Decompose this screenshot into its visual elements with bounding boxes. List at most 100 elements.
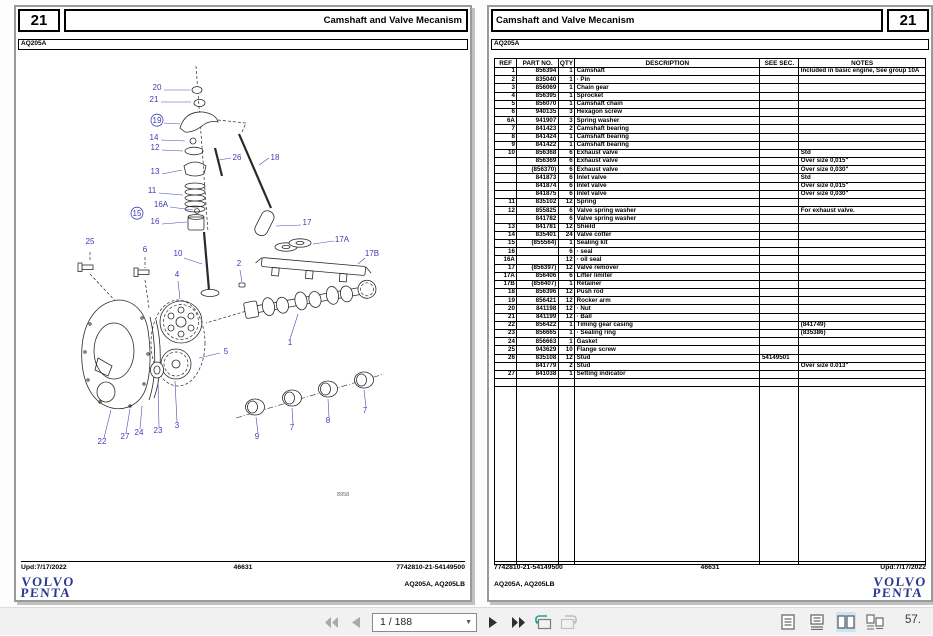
cell-notes bbox=[799, 108, 926, 116]
first-page-icon bbox=[325, 617, 338, 628]
cell-part-no: 943629 bbox=[517, 346, 558, 354]
diagram-callout: 27 bbox=[121, 432, 130, 441]
column-header: QTY bbox=[558, 59, 574, 68]
zoom-level[interactable]: 57. bbox=[905, 614, 921, 626]
next-page-icon bbox=[489, 617, 497, 628]
cell-ref bbox=[495, 190, 517, 198]
timing-cover-part bbox=[82, 300, 150, 409]
cell-see-sec bbox=[760, 68, 799, 76]
diagram-callout: 17 bbox=[303, 218, 312, 227]
publication-number: 7742810-21-54149500 bbox=[317, 564, 465, 571]
cell-qty: 1 bbox=[558, 133, 574, 141]
sealing-ring-part bbox=[151, 362, 164, 378]
diagram-callout: 6 bbox=[143, 245, 148, 254]
cell-qty: 1 bbox=[558, 68, 574, 76]
cell-ref: 14 bbox=[495, 231, 517, 239]
cell-see-sec bbox=[760, 141, 799, 149]
single-page-icon bbox=[781, 614, 795, 630]
single-page-view-button[interactable] bbox=[778, 612, 798, 632]
cell-qty: 6 bbox=[558, 190, 574, 198]
continuous-page-icon bbox=[810, 614, 824, 630]
cell-notes: Over size 0,015" bbox=[799, 158, 926, 166]
previous-page-button[interactable] bbox=[347, 613, 365, 631]
next-page-button[interactable] bbox=[484, 613, 502, 631]
push-rod-part bbox=[239, 134, 271, 208]
next-view-button[interactable] bbox=[559, 613, 577, 631]
cell-part-no: 835108 bbox=[517, 354, 558, 362]
last-page-button[interactable] bbox=[509, 613, 527, 631]
cell-notes: Included in basic engine, See group 10A bbox=[799, 68, 926, 76]
nut-part bbox=[192, 87, 202, 94]
cell-see-sec bbox=[760, 149, 799, 157]
rocker-arm-part bbox=[180, 112, 218, 132]
cell-part-no: 856422 bbox=[517, 321, 558, 329]
first-page-button[interactable] bbox=[322, 613, 340, 631]
cell-notes bbox=[799, 289, 926, 297]
cell-notes bbox=[799, 100, 926, 108]
cell-ref bbox=[495, 215, 517, 223]
hexagon-screw-part bbox=[134, 268, 149, 277]
facing-continuous-view-button[interactable] bbox=[865, 612, 885, 632]
cell-description: Camshaft bearing bbox=[575, 141, 760, 149]
catalog-number: 46631 bbox=[638, 564, 782, 571]
cell-see-sec bbox=[760, 231, 799, 239]
cell-see-sec bbox=[760, 330, 799, 338]
cell-notes bbox=[799, 370, 926, 378]
previous-view-button[interactable] bbox=[534, 613, 552, 631]
continuous-view-button[interactable] bbox=[807, 612, 827, 632]
column-header: SEE SEC. bbox=[760, 59, 799, 68]
cell-ref bbox=[495, 166, 517, 174]
cell-see-sec bbox=[760, 215, 799, 223]
cell-part-no: 856406 bbox=[517, 272, 558, 280]
cell-part-no: (856407) bbox=[517, 280, 558, 288]
cell-notes: Over size 0,030" bbox=[799, 166, 926, 174]
cell-qty: 1 bbox=[558, 338, 574, 346]
cell-part-no: 856665 bbox=[517, 330, 558, 338]
cell-part-no: (855564) bbox=[517, 239, 558, 247]
cell-qty: 1 bbox=[558, 84, 574, 92]
cell-description: · Sealing ring bbox=[575, 330, 760, 338]
cell-qty: 12 bbox=[558, 199, 574, 207]
cell-qty: 3 bbox=[558, 108, 574, 116]
cell-part-no: 835401 bbox=[517, 231, 558, 239]
right-page-footer: 7742810-21-54149500 46631 Upd:7/17/2022 … bbox=[494, 561, 926, 598]
cell-ref: 6 bbox=[495, 108, 517, 116]
cell-part-no: 841423 bbox=[517, 125, 558, 133]
right-page-title: Camshaft and Valve Mecanism bbox=[491, 9, 883, 32]
page-number-input[interactable]: 1 / 188 ▼ bbox=[372, 613, 477, 632]
cell-notes: Std bbox=[799, 149, 926, 157]
facing-view-button[interactable] bbox=[836, 612, 856, 632]
cell-qty: 12 bbox=[558, 289, 574, 297]
cell-ref: 27 bbox=[495, 370, 517, 378]
cell-ref: 4 bbox=[495, 92, 517, 100]
viewer-toolbar: 1 / 188 ▼ bbox=[0, 607, 933, 635]
cell-part-no: 940135 bbox=[517, 108, 558, 116]
diagram-callout: 17B bbox=[365, 249, 379, 258]
cell-ref: 17 bbox=[495, 264, 517, 272]
cell-part-no: 841038 bbox=[517, 370, 558, 378]
ball-cap-part bbox=[194, 99, 205, 106]
chevron-down-icon[interactable]: ▼ bbox=[465, 619, 472, 626]
cell-part-no: 856663 bbox=[517, 338, 558, 346]
facing-pages-icon bbox=[837, 614, 855, 630]
cell-ref: 16A bbox=[495, 256, 517, 264]
cell-description: Inlet valve bbox=[575, 174, 760, 182]
cell-notes bbox=[799, 354, 926, 362]
cell-description: Spring bbox=[575, 199, 760, 207]
diagram-callout: 13 bbox=[151, 167, 160, 176]
cell-part-no bbox=[517, 256, 558, 264]
cell-notes bbox=[799, 297, 926, 305]
